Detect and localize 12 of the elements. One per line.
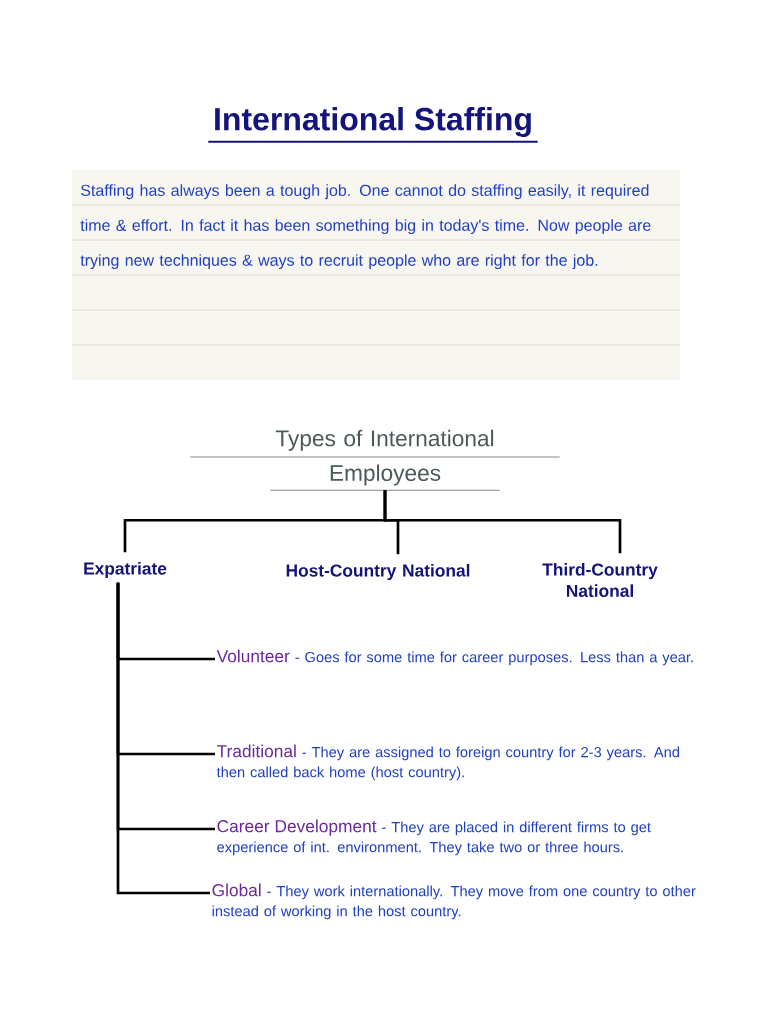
connector-line: [383, 490, 622, 554]
connector-line: [116, 582, 210, 895]
category-label: Third-Country National: [542, 562, 658, 598]
subtype-entry: Volunteer - Goes for some time for career purposes. Less than a year.: [216, 649, 693, 666]
lined-note-card: Staffing has always been a tough job. One cannot do staffing easily, it required time & effort. In fact it has been something big in today's time. Now people are trying new techniques & ways to recruit people who are right for the job.: [71, 170, 681, 380]
subtype-entry: Career Development - They are placed in different firms to get experience of int. environment. They take two or three hours.: [217, 819, 651, 856]
category-label: Host-Country National: [286, 563, 470, 581]
subtype-entry: Traditional - They are assigned to foreign country for 2-3 years. And then called back home (host country).: [216, 744, 680, 781]
heading-text: Types of International Employees: [275, 429, 494, 486]
title: International Staffing: [215, 107, 531, 137]
category-label: Expatriate: [84, 561, 167, 579]
subtype-entry: Global - They work internationally. They move from one country to other instead of working in the host country.: [212, 883, 696, 920]
